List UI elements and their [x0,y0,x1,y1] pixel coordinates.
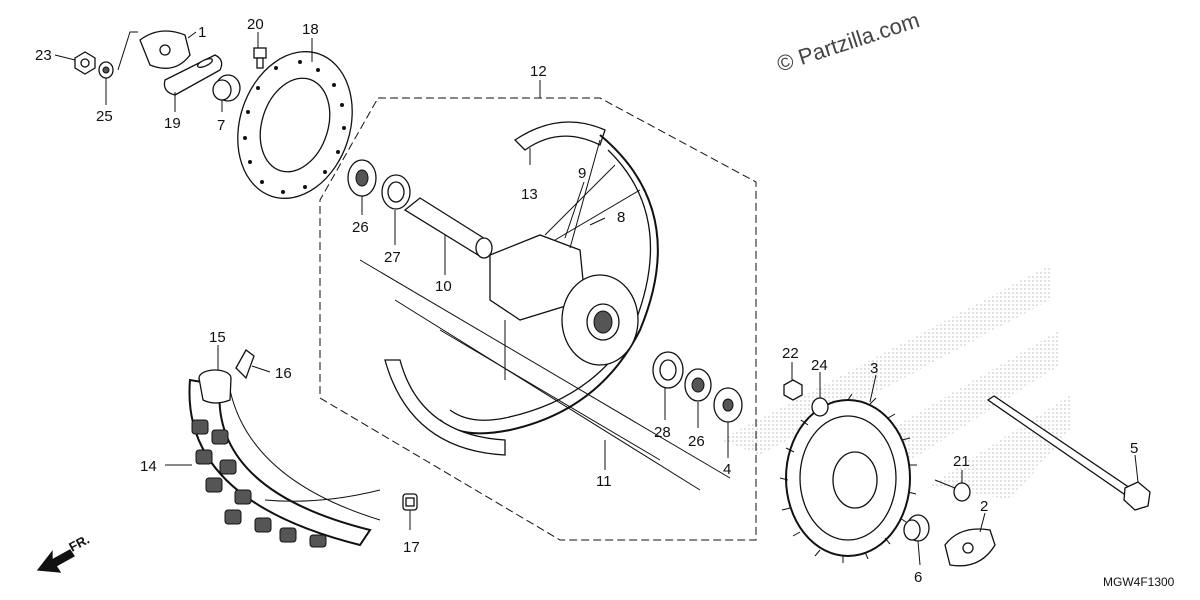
part-19-adjuster-bar [163,54,223,96]
part-5-rear-axle [986,395,1151,511]
part-7-collar [212,74,241,102]
callout-10: 10 [435,278,452,295]
sprocket-teeth [779,393,917,563]
part-16-rim-lock [235,349,255,380]
part-8-spoke [544,139,641,249]
part-2-adjuster-plate [944,528,996,567]
callout-2: 2 [980,498,988,515]
callout-15: 15 [209,329,226,346]
part-3-driven-sprocket [779,393,917,563]
diagram-code: MGW4F1300 [1103,575,1175,589]
callout-8: 8 [617,209,625,226]
callout-7: 7 [217,117,225,134]
axle-centerlines [359,259,731,491]
callout-12: 12 [530,63,547,80]
part-1-adjuster-plate [117,30,191,71]
callout-4: 4 [723,461,731,478]
part-20-bolt [253,47,267,69]
tire-tread-blocks [191,419,327,548]
callout-11: 11 [596,473,612,490]
part-11-rim-band [384,359,506,456]
front-direction-arrow: FR. [36,532,92,573]
callout-28: 28 [654,424,671,441]
callout-16: 16 [275,365,292,382]
part-22-nut [783,379,803,401]
part-28-bearing [652,351,684,389]
part-10-distance-collar [403,197,493,259]
callout-25: 25 [96,108,113,125]
part-4-side-collar [713,387,743,423]
part-15-tube [198,369,232,404]
part-18-brake-disc [237,51,353,199]
brake-disc-holes [243,60,346,194]
wheel-assembly-box [319,97,757,541]
callout-13: 13 [521,186,538,203]
wheel-hub [489,234,639,366]
callout-leader-lines [54,31,1139,566]
callout-18: 18 [302,21,319,38]
callout-26a: 26 [352,219,369,236]
part-27-bearing [381,174,411,210]
part-26-oil-seal-right [684,368,712,402]
callout-9: 9 [578,165,586,182]
watermark-text: © Partzilla.com [774,7,923,77]
part-6-collar [903,514,930,542]
callout-3: 3 [870,360,878,377]
callout-6: 6 [914,569,922,586]
callout-27: 27 [384,249,401,266]
callout-21: 21 [953,453,970,470]
callout-26b: 26 [688,433,705,450]
callout-22: 22 [782,345,799,362]
callout-19: 19 [164,115,181,132]
part-25-washer [98,61,114,79]
callout-24: 24 [811,357,828,374]
part-17-valve-cap [402,493,418,511]
callout-1: 1 [198,24,206,41]
part-23-nut [74,51,96,75]
callout-labels: 1 2 3 4 5 6 7 8 9 10 11 12 13 14 15 16 1… [35,16,1138,586]
part-14-tire [188,378,381,548]
part-26-oil-seal-left [347,159,377,197]
callout-5: 5 [1130,440,1138,457]
callout-17: 17 [403,539,420,556]
callout-23: 23 [35,47,52,64]
callout-20: 20 [247,16,264,33]
part-13-rim-strip [513,121,606,151]
part-24-washer [811,397,829,417]
callout-14: 14 [140,458,157,475]
